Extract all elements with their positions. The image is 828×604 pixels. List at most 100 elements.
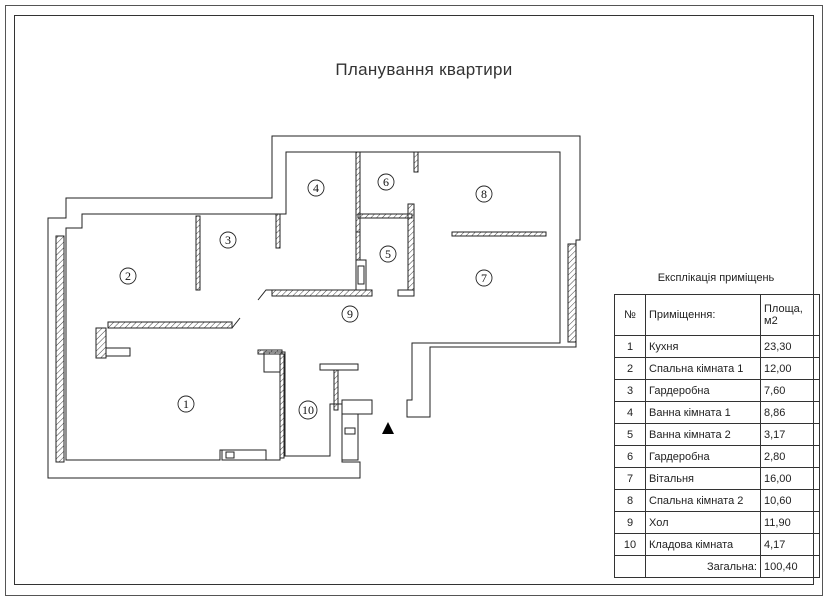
table-row: 10 Кладова кімната 4,17 bbox=[614, 533, 820, 556]
legend-area: 4,17 bbox=[760, 533, 820, 556]
storage-partition bbox=[333, 369, 339, 411]
legend-area: 16,00 bbox=[760, 467, 820, 490]
legend-room: Спальна кімната 2 bbox=[645, 489, 761, 512]
bath2-basin bbox=[357, 265, 365, 285]
partition-5-7-foot bbox=[397, 289, 415, 297]
partition-6-8 bbox=[413, 151, 419, 173]
hall-top-wall bbox=[271, 289, 373, 297]
room-label-1: 1 bbox=[177, 395, 195, 413]
table-row: 5 Ванна кімната 2 3,17 bbox=[614, 423, 820, 446]
svg-text:3: 3 bbox=[225, 233, 231, 247]
storage-cabinet-door bbox=[344, 427, 356, 435]
table-row: 7 Вітальня 16,00 bbox=[614, 467, 820, 490]
left-window-wall bbox=[55, 235, 65, 463]
partition-4-6 bbox=[355, 151, 361, 233]
room-legend-table: № Приміщення: Площа, м2 1 Кухня 23,30 2 … bbox=[614, 294, 820, 578]
table-row: 1 Кухня 23,30 bbox=[614, 335, 820, 358]
table-row: 6 Гардеробна 2,80 bbox=[614, 445, 820, 468]
legend-num: 2 bbox=[614, 357, 646, 380]
svg-text:7: 7 bbox=[481, 271, 487, 285]
legend-num: 6 bbox=[614, 445, 646, 468]
legend-header-room: Приміщення: bbox=[645, 294, 761, 336]
partition-5-top bbox=[357, 213, 413, 219]
kitchen-pillar-cap bbox=[105, 347, 131, 357]
legend-num: 3 bbox=[614, 379, 646, 402]
legend-num: 8 bbox=[614, 489, 646, 512]
legend-area: 12,00 bbox=[760, 357, 820, 380]
legend-room: Гардеробна bbox=[645, 445, 761, 468]
bath2-wall bbox=[355, 231, 361, 261]
kitchen-right-wall bbox=[279, 353, 285, 459]
svg-text:1: 1 bbox=[183, 397, 189, 411]
legend-num: 5 bbox=[614, 423, 646, 446]
partition-3-4 bbox=[275, 213, 281, 249]
legend-num: 10 bbox=[614, 533, 646, 556]
legend-header-num: № bbox=[614, 294, 646, 336]
legend-room: Спальна кімната 1 bbox=[645, 357, 761, 380]
entry-arrow-icon bbox=[382, 422, 394, 434]
partition-7-8 bbox=[451, 231, 547, 237]
storage-top-wall bbox=[319, 363, 359, 371]
kitchen-counter bbox=[221, 449, 267, 461]
storage-cabinet bbox=[341, 413, 359, 461]
legend-room: Хол bbox=[645, 511, 761, 534]
svg-text:8: 8 bbox=[481, 187, 487, 201]
legend-room: Вітальня bbox=[645, 467, 761, 490]
legend-num: 7 bbox=[614, 467, 646, 490]
legend-area: 23,30 bbox=[760, 335, 820, 358]
legend-room: Ванна кімната 1 bbox=[645, 401, 761, 424]
legend-num: 9 bbox=[614, 511, 646, 534]
legend-room: Гардеробна bbox=[645, 379, 761, 402]
room-label-8: 8 bbox=[475, 185, 493, 203]
svg-text:6: 6 bbox=[383, 175, 389, 189]
legend-area: 3,17 bbox=[760, 423, 820, 446]
table-row: 3 Гардеробна 7,60 bbox=[614, 379, 820, 402]
room-label-3: 3 bbox=[219, 231, 237, 249]
legend-title: Експлікація приміщень bbox=[657, 272, 775, 284]
legend-header-row: № Приміщення: Площа, м2 bbox=[614, 294, 820, 336]
svg-text:4: 4 bbox=[313, 181, 319, 195]
room-label-2: 2 bbox=[119, 267, 137, 285]
partition-5-7 bbox=[407, 203, 415, 297]
room-label-4: 4 bbox=[307, 179, 325, 197]
legend-room: Кладова кімната bbox=[645, 533, 761, 556]
legend-total-row: Загальна: 100,40 bbox=[614, 555, 820, 578]
svg-text:10: 10 bbox=[302, 403, 314, 417]
room-label-9: 9 bbox=[341, 305, 359, 323]
hall-top-wall-end bbox=[257, 289, 272, 301]
room-label-6: 6 bbox=[377, 173, 395, 191]
entry-wall bbox=[341, 399, 373, 415]
drawing-frame bbox=[5, 5, 823, 596]
outer-wall-outer bbox=[47, 135, 581, 479]
legend-total-value: 100,40 bbox=[760, 555, 820, 578]
partition-2-3 bbox=[195, 215, 201, 291]
legend-num: 1 bbox=[614, 335, 646, 358]
legend-total-label: Загальна: bbox=[645, 555, 761, 578]
svg-text:5: 5 bbox=[385, 247, 391, 261]
table-row: 4 Ванна кімната 1 8,86 bbox=[614, 401, 820, 424]
table-row: 2 Спальна кімната 1 12,00 bbox=[614, 357, 820, 380]
kitchen-sink bbox=[225, 451, 235, 459]
legend-area: 8,86 bbox=[760, 401, 820, 424]
legend-area: 11,90 bbox=[760, 511, 820, 534]
legend-area: 7,60 bbox=[760, 379, 820, 402]
legend-num: 4 bbox=[614, 401, 646, 424]
partition-kitchen-bed1 bbox=[107, 321, 233, 329]
legend-room: Кухня bbox=[645, 335, 761, 358]
room-label-10: 10 bbox=[298, 400, 318, 420]
legend-header-area: Площа, м2 bbox=[760, 294, 820, 336]
legend-room: Ванна кімната 2 bbox=[645, 423, 761, 446]
kitchen-pillar bbox=[95, 327, 107, 359]
table-row: 9 Хол 11,90 bbox=[614, 511, 820, 534]
partition-kitchen-bed1-end bbox=[231, 317, 241, 329]
legend-area: 10,60 bbox=[760, 489, 820, 512]
legend-total-blank bbox=[614, 555, 646, 578]
svg-text:2: 2 bbox=[125, 269, 131, 283]
svg-text:9: 9 bbox=[347, 307, 353, 321]
kitchen-right-wall-cap bbox=[257, 349, 283, 355]
legend-area: 2,80 bbox=[760, 445, 820, 468]
room-label-5: 5 bbox=[379, 245, 397, 263]
room-label-7: 7 bbox=[475, 269, 493, 287]
plan-title: Планування квартири bbox=[335, 60, 513, 79]
